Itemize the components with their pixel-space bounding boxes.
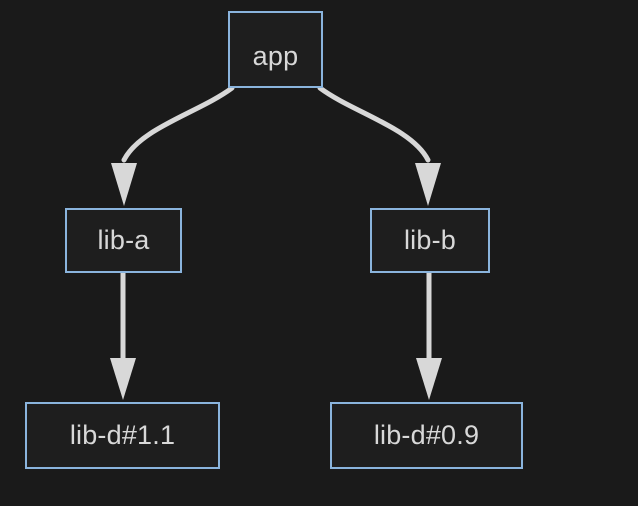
edge-app-to-lib-a-arrowhead (111, 163, 137, 206)
node-app[interactable]: app (228, 11, 323, 88)
edge-app-to-lib-b-arrowhead (415, 163, 441, 206)
edge-app-to-lib-b-line (317, 85, 431, 163)
node-lib-d-0-9-label: lib-d#0.9 (373, 420, 480, 450)
node-app-label: app (252, 41, 299, 71)
edge-lib-b-to-lib-d-0-9-arrowhead (416, 358, 442, 400)
node-lib-d-1-1-label: lib-d#1.1 (69, 420, 176, 450)
node-lib-d-1-1[interactable]: lib-d#1.1 (25, 402, 220, 469)
edge-lib-a-to-lib-d-1-1-arrowhead (110, 358, 136, 400)
node-lib-b-label: lib-b (403, 225, 457, 255)
edge-app-to-lib-a-line (121, 85, 235, 163)
node-lib-a-label: lib-a (97, 225, 150, 255)
node-lib-d-0-9[interactable]: lib-d#0.9 (330, 402, 523, 469)
node-lib-a[interactable]: lib-a (65, 208, 182, 273)
node-lib-b[interactable]: lib-b (370, 208, 490, 273)
